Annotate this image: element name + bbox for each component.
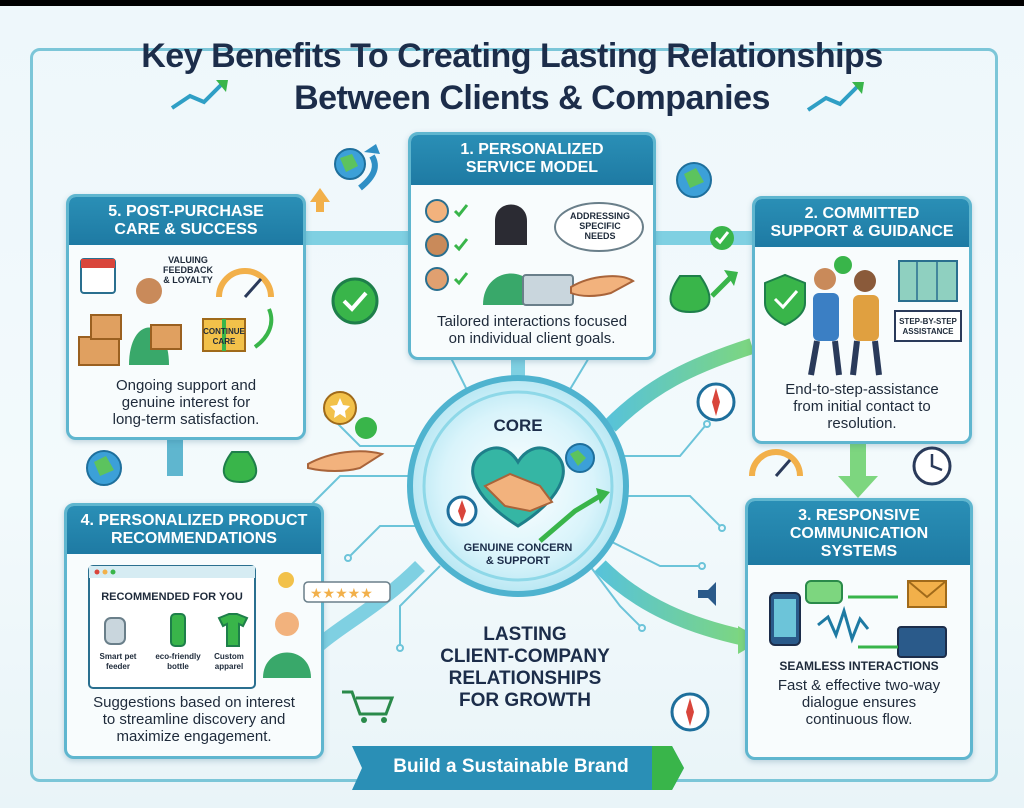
card-3-desc-line3: continuous flow. — [805, 711, 913, 728]
signal-wave-icon — [817, 605, 870, 644]
page-subtitle: Between Clients & Companies — [294, 79, 770, 117]
support-agent-icon — [808, 268, 842, 376]
checkmark-icon — [453, 204, 469, 286]
tshirt-icon — [217, 613, 249, 647]
outcome-line3: RELATIONSHIPS — [448, 668, 602, 689]
product-item: eco-friendly bottle — [151, 652, 205, 672]
laptop-icon — [522, 274, 574, 306]
shopper-person-icon — [263, 612, 311, 678]
product-2-line2: bottle — [167, 662, 189, 671]
card-2-desc-line3: resolution. — [827, 415, 897, 432]
gauge-icon — [216, 268, 274, 298]
seamless-label: SEAMLESS INTERACTIONS — [779, 659, 939, 673]
open-hand-icon — [570, 275, 635, 297]
boxes-icon — [78, 314, 122, 366]
calendar-icon — [80, 258, 116, 294]
card-4-heading-line1: 4. PERSONALIZED PRODUCT — [80, 512, 308, 529]
product-3-line1: Custom — [214, 652, 244, 661]
card-5-desc-line2: genuine interest for — [121, 394, 251, 411]
outcome-line4: FOR GROWTH — [459, 690, 591, 711]
care-line1: CONTINUE — [203, 327, 245, 336]
feedback-line3: & LOYALTY — [163, 275, 213, 285]
card-5-heading-line2: CARE & SUCCESS — [114, 221, 258, 238]
bottle-icon — [170, 613, 186, 647]
client-avatar-icon — [425, 199, 449, 291]
card-1-heading-line1: 1. PERSONALIZED — [460, 141, 604, 158]
feedback-line2: FEEDBACK — [162, 265, 213, 275]
exchange-arrows-icon — [848, 595, 898, 649]
card-1-desc-line1: Tailored interactions focused — [436, 313, 628, 330]
card-5-desc-line1: Ongoing support and — [115, 377, 257, 394]
thought-cloud-icon — [554, 202, 644, 252]
client-person-icon — [850, 270, 882, 376]
product-item: Smart pet feeder — [93, 652, 143, 672]
card-responsive-communication: 3. RESPONSIVE COMMUNICATION SYSTEMS — [745, 498, 973, 760]
step-sign-icon — [894, 310, 962, 342]
product-1-line1: Smart pet — [99, 652, 137, 661]
card-product-recommendations: 4. PERSONALIZED PRODUCT RECOMMENDATIONS — [64, 503, 324, 759]
card-3-desc-line1: Fast & effective two-way — [777, 677, 941, 694]
laptop-icon — [897, 626, 947, 658]
card-1-heading-line2: SERVICE MODEL — [465, 159, 599, 176]
infographic-canvas: Key Benefits To Creating Lasting Relatio… — [0, 6, 1024, 808]
shield-icon — [764, 273, 806, 327]
recycle-arrow-icon — [253, 308, 274, 349]
feedback-line1: VALUING — [168, 255, 208, 265]
smartphone-icon — [769, 592, 801, 646]
card-2-illustration — [764, 256, 962, 376]
product-2-line1: eco-friendly — [155, 652, 201, 661]
card-4-desc-line1: Suggestions based on interest — [93, 694, 295, 711]
card-1-illustration — [425, 199, 644, 306]
card-4-desc-line2: to streamline discovery and — [102, 711, 286, 728]
product-3-line2: apparel — [214, 662, 244, 671]
chat-bubble-icon — [805, 580, 843, 604]
card-5-illustration — [78, 258, 274, 366]
envelope-icon — [907, 580, 947, 608]
card-1-desc-line2: on individual client goals. — [448, 330, 616, 347]
card-4-heading-line2: RECOMMENDATIONS — [111, 530, 277, 547]
card-personalized-service: 1. PERSONALIZED SERVICE MODEL — [408, 132, 656, 360]
card-3-illustration — [769, 580, 947, 658]
hub-concern-line1: GENUINE CONCERN — [463, 542, 573, 554]
card-3-heading-line2: COMMUNICATION — [789, 525, 929, 542]
bubble-line3: NEEDS — [584, 231, 616, 241]
card-committed-support: 2. COMMITTED SUPPORT & GUIDANCE — [752, 196, 972, 444]
hub-concern-line2: & SUPPORT — [485, 555, 551, 567]
page-title: Key Benefits To Creating Lasting Relatio… — [141, 37, 883, 75]
recommended-panel-title: RECOMMENDED FOR YOU — [101, 591, 243, 603]
card-4-illustration — [88, 565, 311, 689]
card-2-desc-line2: from initial contact to — [793, 398, 931, 415]
card-3-heading-line3: SYSTEMS — [820, 543, 898, 560]
bubble-line1: ADDRESSING — [569, 211, 630, 221]
customer-person-icon — [129, 278, 182, 365]
product-1-line2: feeder — [105, 662, 130, 671]
bubble-line2: SPECIFIC — [579, 221, 621, 231]
chat-bubble-icon — [834, 256, 852, 274]
card-4-desc-line3: maximize engagement. — [116, 728, 272, 745]
card-5-desc-line3: long-term satisfaction. — [112, 411, 260, 428]
sign-line2: ASSISTANCE — [902, 327, 954, 336]
card-3-desc-line2: dialogue ensures — [801, 694, 917, 711]
outcome-line1: LASTING — [483, 624, 567, 645]
gift-box-icon — [202, 318, 246, 352]
card-5-heading-line1: 5. POST-PURCHASE — [108, 203, 264, 220]
pet-feeder-icon — [104, 617, 126, 645]
care-line2: CARE — [212, 337, 236, 346]
sign-line1: STEP-BY-STEP — [899, 317, 957, 326]
card-2-heading-line1: 2. COMMITTED — [804, 205, 920, 222]
card-2-desc-line1: End-to-step-assistance — [785, 381, 939, 398]
card-2-heading-line2: SUPPORT & GUIDANCE — [770, 223, 954, 240]
product-item: Custom apparel — [207, 652, 251, 672]
card-3-heading-line1: 3. RESPONSIVE — [798, 507, 920, 524]
card-post-purchase: 5. POST-PURCHASE CARE & SUCCESS — [66, 194, 306, 440]
brand-banner: Build a Sustainable Brand — [393, 756, 629, 777]
map-icon — [898, 260, 958, 302]
outcome-line2: CLIENT-COMPANY — [440, 646, 610, 667]
hub-core-label: CORE — [493, 416, 543, 435]
